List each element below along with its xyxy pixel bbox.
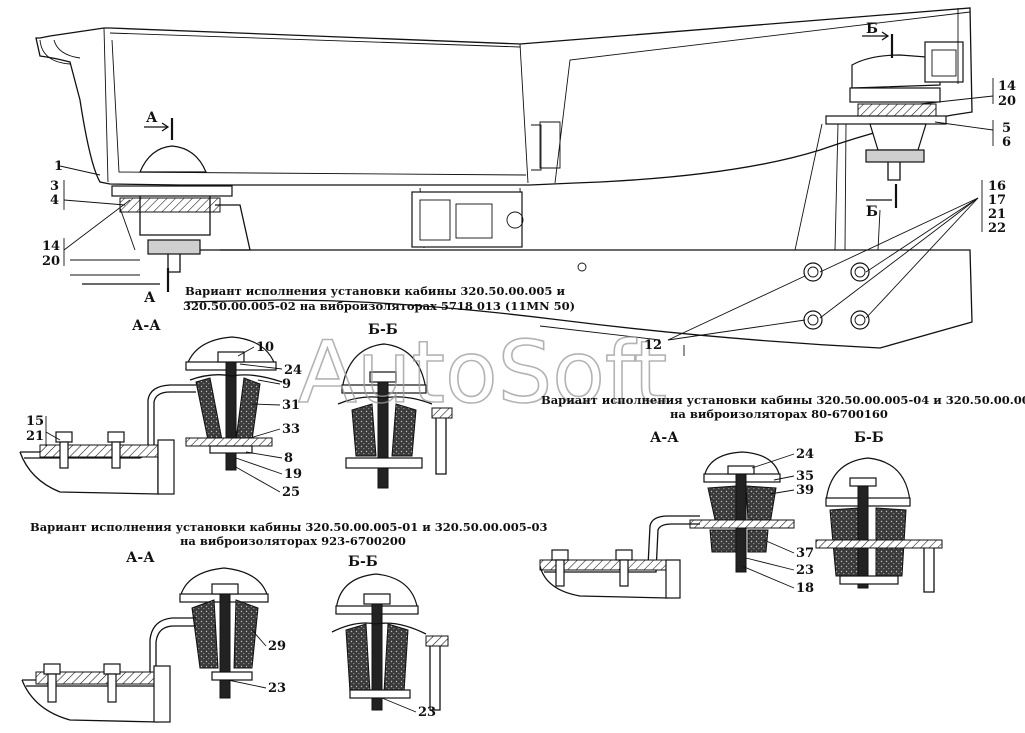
cut-mark-a-top: А: [146, 110, 158, 126]
callout-21-left: 21: [26, 429, 44, 444]
frame-bolts: [803, 262, 870, 330]
callout-19: 19: [284, 467, 302, 482]
callout-5: 5: [1002, 121, 1011, 136]
callout-12: 12: [644, 338, 662, 353]
callout-9: 9: [282, 377, 291, 392]
callout-23-004: 23: [796, 563, 814, 578]
section-aa-004: [539, 451, 795, 599]
section-title-aa-001: А-А: [126, 550, 155, 566]
callout-3: 3: [50, 179, 59, 194]
callout-31: 31: [282, 398, 300, 413]
section-bb-005: [337, 343, 453, 489]
callout-8: 8: [284, 451, 293, 466]
callouts: 1 3 4 14 20 14 20 5 6 16 17 21 22 12 10 …: [26, 79, 1016, 720]
callout-10: 10: [256, 340, 274, 355]
callout-21-top: 21: [988, 207, 1006, 222]
callout-25: 25: [282, 485, 300, 500]
caption-variant-001-line1: Вариант исполнения установки кабины 320.…: [30, 520, 548, 534]
cut-mark-b-top: Б: [866, 21, 878, 37]
callout-15: 15: [26, 414, 44, 429]
callout-18: 18: [796, 581, 814, 596]
caption-variant-001-line2: на виброизоляторах 923-6700200: [180, 534, 406, 548]
section-bb-001: [331, 573, 449, 711]
caption-variant-005-line2: 320.50.00.005-02 на виброизоляторах 5718…: [183, 299, 575, 313]
callout-20-left: 20: [42, 254, 60, 269]
top-leaders: [59, 78, 994, 356]
callout-37: 37: [796, 546, 814, 561]
callout-24-004: 24: [796, 447, 814, 462]
callout-24-005: 24: [284, 363, 302, 378]
callout-1: 1: [54, 159, 63, 174]
callout-16: 16: [988, 179, 1006, 194]
callout-33: 33: [282, 422, 300, 437]
caption-variant-004-line2: на виброизоляторах 80-6700160: [670, 407, 888, 421]
section-title-bb-001: Б-Б: [348, 554, 378, 570]
section-title-aa-005: А-А: [132, 318, 161, 334]
section-aa-005: [19, 336, 283, 495]
frame-bolt-pair: [43, 663, 121, 703]
callout-14-right: 14: [998, 79, 1016, 94]
frame-bolt-pair: [551, 549, 633, 587]
caption-variant-005-line1: Вариант исполнения установки кабины 320.…: [185, 284, 565, 298]
section-title-bb-005: Б-Б: [368, 322, 398, 338]
cab-side-view: [35, 7, 973, 349]
callout-39: 39: [796, 483, 814, 498]
section-aa-001: [21, 567, 269, 723]
callout-4: 4: [50, 193, 59, 208]
cut-mark-a-bottom: А: [144, 290, 156, 306]
frame-bolt-pair: [55, 431, 125, 469]
section-bb-004: [815, 457, 943, 593]
callout-6: 6: [1002, 135, 1011, 150]
callout-20-right: 20: [998, 94, 1016, 109]
caption-variant-004-line1: Вариант исполнения установки кабины 320.…: [541, 393, 1025, 407]
watermark: AutoSoft: [298, 323, 667, 423]
left-mount-cap: [139, 145, 207, 173]
callout-29: 29: [268, 639, 286, 654]
section-title-aa-004: А-А: [650, 430, 679, 446]
callout-23-001-bb: 23: [418, 705, 436, 720]
callout-35: 35: [796, 469, 814, 484]
section-leaders: [45, 346, 795, 713]
callout-23-001-aa: 23: [268, 681, 286, 696]
callout-17: 17: [988, 193, 1006, 208]
section-title-bb-004: Б-Б: [854, 430, 884, 446]
callout-14-left: 14: [42, 239, 60, 254]
callout-22: 22: [988, 221, 1006, 236]
cut-mark-b-bottom: Б: [866, 204, 878, 220]
